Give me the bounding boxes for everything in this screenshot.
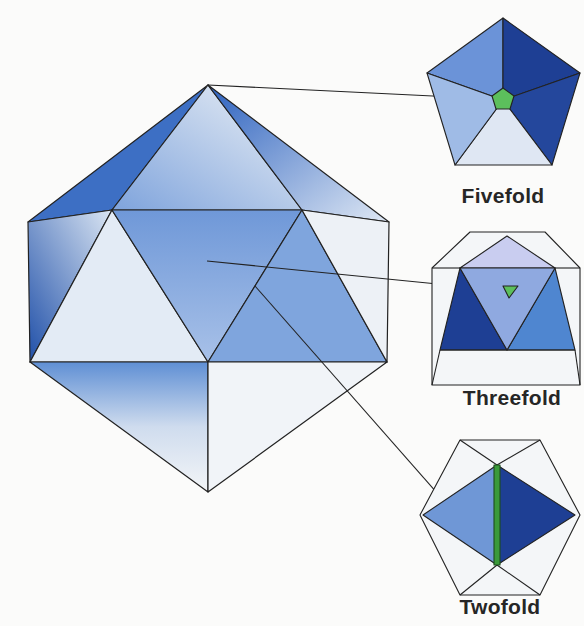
fivefold-inset [427, 18, 580, 165]
twofold-inset [420, 440, 580, 595]
inset-caption: Threefold [463, 386, 561, 410]
inset-caption: Fivefold [462, 184, 545, 208]
threefold-inset [432, 232, 580, 385]
inset-caption: Twofold [459, 595, 540, 619]
icosahedron [28, 85, 389, 492]
